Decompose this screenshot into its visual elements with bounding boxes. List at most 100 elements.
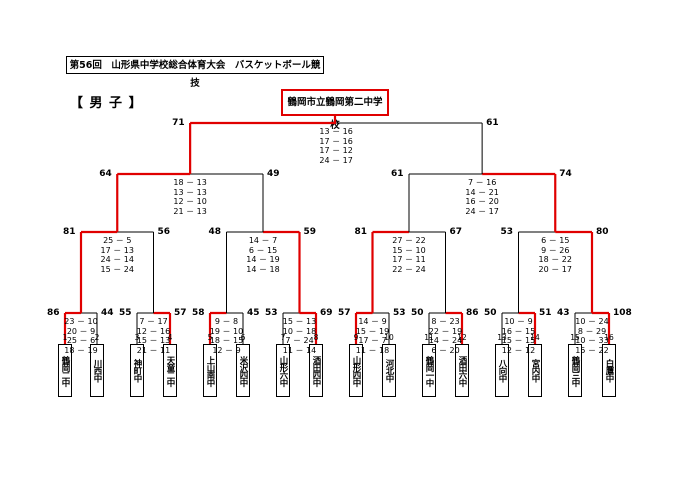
quarter-score: 10 － 24 (575, 317, 609, 326)
team-total-score-left: 64 (99, 169, 112, 179)
quarter-score: 15 － 22 (575, 345, 609, 355)
team-name-box: 神町中 (130, 344, 144, 397)
team-seed-number: 15 (570, 333, 580, 342)
team-name-box: 川西中 (90, 344, 104, 397)
team-seed-number: 16 (604, 333, 614, 342)
quarter-score: 25 － 5 (103, 236, 132, 245)
quarter-score: 21 － 11 (136, 345, 171, 355)
quarter-score: 16 － 15 (501, 326, 536, 336)
team-total-score-left: 53 (500, 227, 514, 237)
quarter-score: 12 － 9 (212, 345, 241, 355)
team-total-score-right: 45 (247, 308, 260, 318)
team-name-box: 天童二中 (163, 344, 177, 397)
quarter-score: 20 － 17 (538, 264, 572, 274)
team-total-score-left: 55 (119, 308, 132, 318)
quarter-score: 20 － 9 (66, 326, 96, 336)
quarter-score: 18 － 19 (64, 345, 98, 355)
team-total-score-right: 80 (596, 227, 609, 237)
quarter-score: 12 － 10 (173, 197, 207, 206)
tournament-title: 第56回 山形県中学校総合体育大会 バスケットボール競技 (66, 56, 324, 89)
quarter-score: 6 － 20 (431, 345, 460, 355)
quarter-score: 11 － 14 (282, 345, 317, 355)
team-name-box: 山形四中 (349, 344, 363, 397)
team-name-box: 酒田四中 (309, 344, 323, 397)
team-total-score-left: 50 (411, 308, 424, 318)
quarter-score: 18 － 15 (209, 336, 244, 345)
team-total-score-right: 53 (393, 308, 406, 318)
quarter-score: 24 － 17 (465, 206, 499, 216)
team-total-score-left: 58 (192, 308, 205, 318)
quarter-score: 17 － 12 (319, 146, 353, 155)
quarter-score: 10 － 9 (504, 317, 533, 326)
quarter-score: 19 － 10 (209, 326, 244, 336)
quarter-score: 12 － 16 (136, 326, 171, 336)
team-total-score-right: 49 (267, 169, 280, 179)
team-seed-number: 5 (207, 333, 213, 342)
team-total-score-right: 69 (320, 308, 333, 318)
team-seed-number: 4 (167, 333, 173, 342)
team-total-score-right: 56 (157, 227, 171, 237)
quarter-score: 10 － 18 (282, 326, 317, 336)
quarter-score: 14 － 7 (248, 236, 278, 245)
team-name-box: 山形六中 (276, 344, 290, 397)
team-seed-number: 7 (280, 333, 286, 342)
quarter-score: 17 － 16 (319, 136, 353, 146)
team-seed-number: 12 (457, 333, 467, 342)
quarter-score: 24 － 17 (319, 155, 353, 165)
team-total-score-left: 71 (172, 118, 185, 128)
quarter-score: 14 － 21 (465, 187, 499, 197)
quarter-score: 7 － 24 (285, 336, 314, 345)
quarter-score: 15 － 15 (501, 336, 536, 345)
division-label: 【 男 子 】 (70, 96, 143, 111)
quarter-score: 12 － 12 (501, 345, 536, 355)
quarter-score: 9 － 8 (214, 317, 239, 326)
quarter-score: 22 － 19 (428, 326, 463, 336)
quarter-score: 8 － 23 (431, 317, 460, 326)
team-total-score-right: 86 (466, 308, 479, 318)
team-name-box: 鶴岡二中 (58, 344, 72, 397)
team-seed-number: 1 (62, 333, 68, 342)
team-total-score-left: 48 (208, 227, 222, 237)
quarter-score: 25 － 6 (66, 336, 96, 345)
team-name-box: 白鷹中 (602, 344, 616, 397)
team-total-score-right: 61 (486, 118, 499, 128)
quarter-score: 24 － 14 (100, 255, 134, 264)
quarter-score: 16 － 20 (465, 197, 499, 206)
team-seed-number: 3 (134, 333, 140, 342)
quarter-score: 18 － 13 (173, 178, 207, 187)
team-seed-number: 11 (424, 333, 434, 342)
team-total-score-left: 81 (63, 227, 76, 237)
quarter-score: 14 － 24 (428, 336, 463, 345)
team-name-box: 八向中 (495, 344, 509, 397)
team-total-score-right: 57 (174, 308, 187, 318)
quarter-score: 9 － 26 (541, 245, 570, 255)
team-total-score-left: 81 (354, 227, 368, 237)
team-total-score-left: 53 (265, 308, 278, 318)
quarter-score: 6 － 15 (541, 236, 570, 245)
team-total-score-right: 44 (101, 308, 114, 318)
quarter-score: 15 － 19 (355, 326, 390, 336)
quarter-score: 18 － 22 (538, 255, 572, 264)
quarter-score: 21 － 13 (173, 206, 207, 216)
team-total-score-left: 61 (391, 169, 404, 179)
team-name-box: 鶴岡三中 (568, 344, 582, 397)
quarter-score: 11 － 18 (355, 345, 390, 355)
quarter-score: 15 － 13 (282, 317, 317, 326)
team-total-score-left: 50 (484, 308, 497, 318)
team-seed-number: 14 (530, 333, 540, 342)
team-total-score-right: 108 (613, 308, 632, 318)
champion-box: 鶴岡市立鶴岡第二中学校 (281, 89, 389, 131)
team-name-box: 宮内中 (528, 344, 542, 397)
quarter-score: 22 － 24 (392, 264, 426, 274)
quarter-score: 17 － 13 (100, 245, 134, 255)
team-seed-number: 8 (313, 333, 319, 342)
team-seed-number: 10 (384, 333, 394, 342)
team-total-score-right: 51 (539, 308, 552, 318)
quarter-score: 7 － 16 (467, 178, 497, 187)
quarter-score: 17 － 7 (358, 336, 387, 345)
team-seed-number: 2 (94, 333, 100, 342)
team-name-box: 米沢四中 (236, 344, 250, 397)
team-total-score-left: 57 (338, 308, 351, 318)
quarter-score: 8 － 29 (577, 326, 607, 336)
team-total-score-left: 43 (557, 308, 570, 318)
